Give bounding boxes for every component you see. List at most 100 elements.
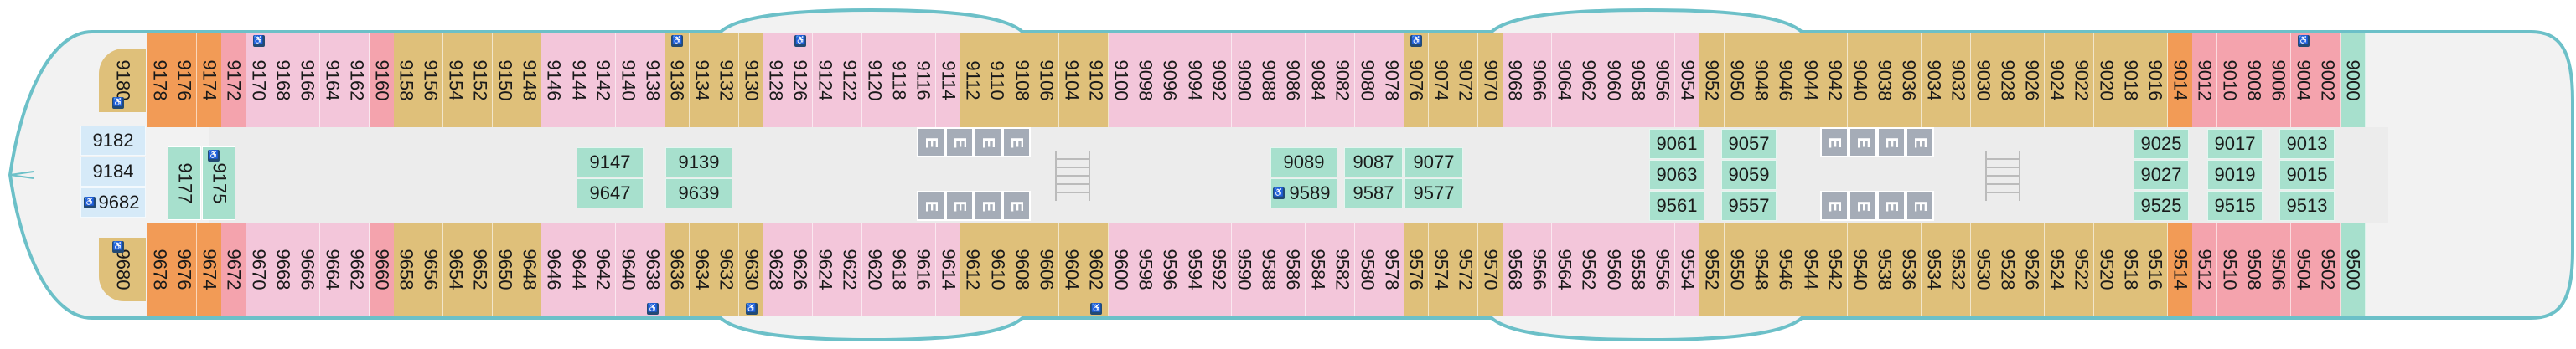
- cabin-9076[interactable]: 9076: [1404, 33, 1430, 127]
- cabin-9580[interactable]: 9580: [1354, 223, 1380, 316]
- cabin-9666[interactable]: 9666: [295, 223, 321, 316]
- cabin-9006[interactable]: 9006: [2266, 33, 2292, 127]
- cabin-9658[interactable]: 9658: [394, 223, 419, 316]
- cabin-9060[interactable]: 9060: [1601, 33, 1627, 127]
- cabin-9525[interactable]: 9525: [2134, 191, 2189, 221]
- cabin-9674[interactable]: 9674: [196, 223, 222, 316]
- cabin-9646[interactable]: 9646: [541, 223, 567, 316]
- cabin-9092[interactable]: 9092: [1207, 33, 1233, 127]
- cabin-9586[interactable]: 9586: [1280, 223, 1306, 316]
- cabin-9038[interactable]: 9038: [1872, 33, 1897, 127]
- cabin-9112[interactable]: 9112: [960, 33, 986, 127]
- cabin-9554[interactable]: 9554: [1674, 223, 1700, 316]
- cabin-9584[interactable]: 9584: [1305, 223, 1331, 316]
- cabin-9608[interactable]: 9608: [1010, 223, 1035, 316]
- cabin-9510[interactable]: 9510: [2216, 223, 2242, 316]
- cabin-9639[interactable]: 9639: [665, 178, 732, 208]
- cabin-9154[interactable]: 9154: [442, 33, 468, 127]
- cabin-9089[interactable]: 9089: [1270, 147, 1337, 177]
- cabin-9670[interactable]: 9670: [246, 223, 272, 316]
- cabin-9160[interactable]: 9160: [369, 33, 395, 127]
- cabin-9604[interactable]: 9604: [1058, 223, 1084, 316]
- cabin-9514[interactable]: 9514: [2167, 223, 2193, 316]
- cabin-9516[interactable]: 9516: [2143, 223, 2169, 316]
- cabin-9110[interactable]: 9110: [985, 33, 1011, 127]
- cabin-9026[interactable]: 9026: [2020, 33, 2046, 127]
- cabin-9170[interactable]: 9170: [246, 33, 272, 127]
- cabin-9008[interactable]: 9008: [2242, 33, 2267, 127]
- cabin-9015[interactable]: 9015: [2279, 160, 2335, 190]
- cabin-9072[interactable]: 9072: [1453, 33, 1479, 127]
- cabin-9088[interactable]: 9088: [1256, 33, 1281, 127]
- cabin-9572[interactable]: 9572: [1453, 223, 1479, 316]
- cabin-9138[interactable]: 9138: [640, 33, 665, 127]
- cabin-9124[interactable]: 9124: [812, 33, 838, 127]
- cabin-9114[interactable]: 9114: [935, 33, 961, 127]
- cabin-9019[interactable]: 9019: [2207, 160, 2263, 190]
- cabin-9036[interactable]: 9036: [1896, 33, 1922, 127]
- cabin-9134[interactable]: 9134: [689, 33, 715, 127]
- cabin-9132[interactable]: 9132: [714, 33, 740, 127]
- cabin-9668[interactable]: 9668: [271, 223, 296, 316]
- cabin-9550[interactable]: 9550: [1724, 223, 1750, 316]
- cabin-9084[interactable]: 9084: [1305, 33, 1331, 127]
- cabin-9168[interactable]: 9168: [271, 33, 296, 127]
- cabin-9100[interactable]: 9100: [1108, 33, 1134, 127]
- cabin-9534[interactable]: 9534: [1921, 223, 1947, 316]
- cabin-9118[interactable]: 9118: [887, 33, 912, 127]
- cabin-9524[interactable]: 9524: [2044, 223, 2070, 316]
- cabin-9062[interactable]: 9062: [1576, 33, 1602, 127]
- cabin-9108[interactable]: 9108: [1010, 33, 1035, 127]
- cabin-9664[interactable]: 9664: [319, 223, 345, 316]
- cabin-9532[interactable]: 9532: [1946, 223, 1972, 316]
- cabin-9582[interactable]: 9582: [1330, 223, 1356, 316]
- cabin-9562[interactable]: 9562: [1576, 223, 1602, 316]
- cabin-9544[interactable]: 9544: [1798, 223, 1823, 316]
- cabin-9560[interactable]: 9560: [1601, 223, 1627, 316]
- cabin-9636[interactable]: 9636: [665, 223, 691, 316]
- cabin-9552[interactable]: 9552: [1699, 223, 1725, 316]
- cabin-9048[interactable]: 9048: [1749, 33, 1774, 127]
- cabin-9066[interactable]: 9066: [1527, 33, 1553, 127]
- cabin-9628[interactable]: 9628: [763, 223, 789, 316]
- cabin-9508[interactable]: 9508: [2242, 223, 2267, 316]
- cabin-9063[interactable]: 9063: [1649, 160, 1704, 190]
- cabin-9130[interactable]: 9130: [738, 33, 764, 127]
- cabin-9506[interactable]: 9506: [2266, 223, 2292, 316]
- cabin-9082[interactable]: 9082: [1330, 33, 1356, 127]
- cabin-9058[interactable]: 9058: [1626, 33, 1651, 127]
- cabin-9568[interactable]: 9568: [1503, 223, 1528, 316]
- cabin-9602[interactable]: 9602: [1084, 223, 1110, 316]
- cabin-9652[interactable]: 9652: [468, 223, 494, 316]
- cabin-9557[interactable]: 9557: [1721, 191, 1777, 221]
- cabin-9056[interactable]: 9056: [1650, 33, 1676, 127]
- cabin-9102[interactable]: 9102: [1084, 33, 1110, 127]
- cabin-9139[interactable]: 9139: [665, 147, 732, 177]
- cabin-9128[interactable]: 9128: [763, 33, 789, 127]
- cabin-9548[interactable]: 9548: [1749, 223, 1774, 316]
- cabin-9588[interactable]: 9588: [1256, 223, 1281, 316]
- cabin-9504[interactable]: 9504: [2290, 223, 2316, 316]
- cabin-9566[interactable]: 9566: [1527, 223, 1553, 316]
- cabin-9146[interactable]: 9146: [541, 33, 567, 127]
- cabin-9500[interactable]: 9500: [2340, 223, 2366, 316]
- cabin-9540[interactable]: 9540: [1847, 223, 1873, 316]
- cabin-9164[interactable]: 9164: [319, 33, 345, 127]
- cabin-9587[interactable]: 9587: [1344, 178, 1403, 208]
- cabin-9176[interactable]: 9176: [172, 33, 198, 127]
- cabin-9027[interactable]: 9027: [2134, 160, 2189, 190]
- cabin-9013[interactable]: 9013: [2279, 129, 2335, 159]
- cabin-9090[interactable]: 9090: [1231, 33, 1257, 127]
- cabin-9046[interactable]: 9046: [1773, 33, 1799, 127]
- cabin-9546[interactable]: 9546: [1773, 223, 1799, 316]
- cabin-9577[interactable]: 9577: [1404, 178, 1463, 208]
- cabin-9184[interactable]: 9184: [80, 157, 146, 187]
- cabin-9020[interactable]: 9020: [2093, 33, 2119, 127]
- cabin-9126[interactable]: 9126: [788, 33, 814, 127]
- cabin-9070[interactable]: 9070: [1477, 33, 1503, 127]
- cabin-9077[interactable]: 9077: [1404, 147, 1463, 177]
- cabin-9598[interactable]: 9598: [1133, 223, 1158, 316]
- cabin-9650[interactable]: 9650: [492, 223, 518, 316]
- cabin-9512[interactable]: 9512: [2192, 223, 2218, 316]
- cabin-9564[interactable]: 9564: [1551, 223, 1577, 316]
